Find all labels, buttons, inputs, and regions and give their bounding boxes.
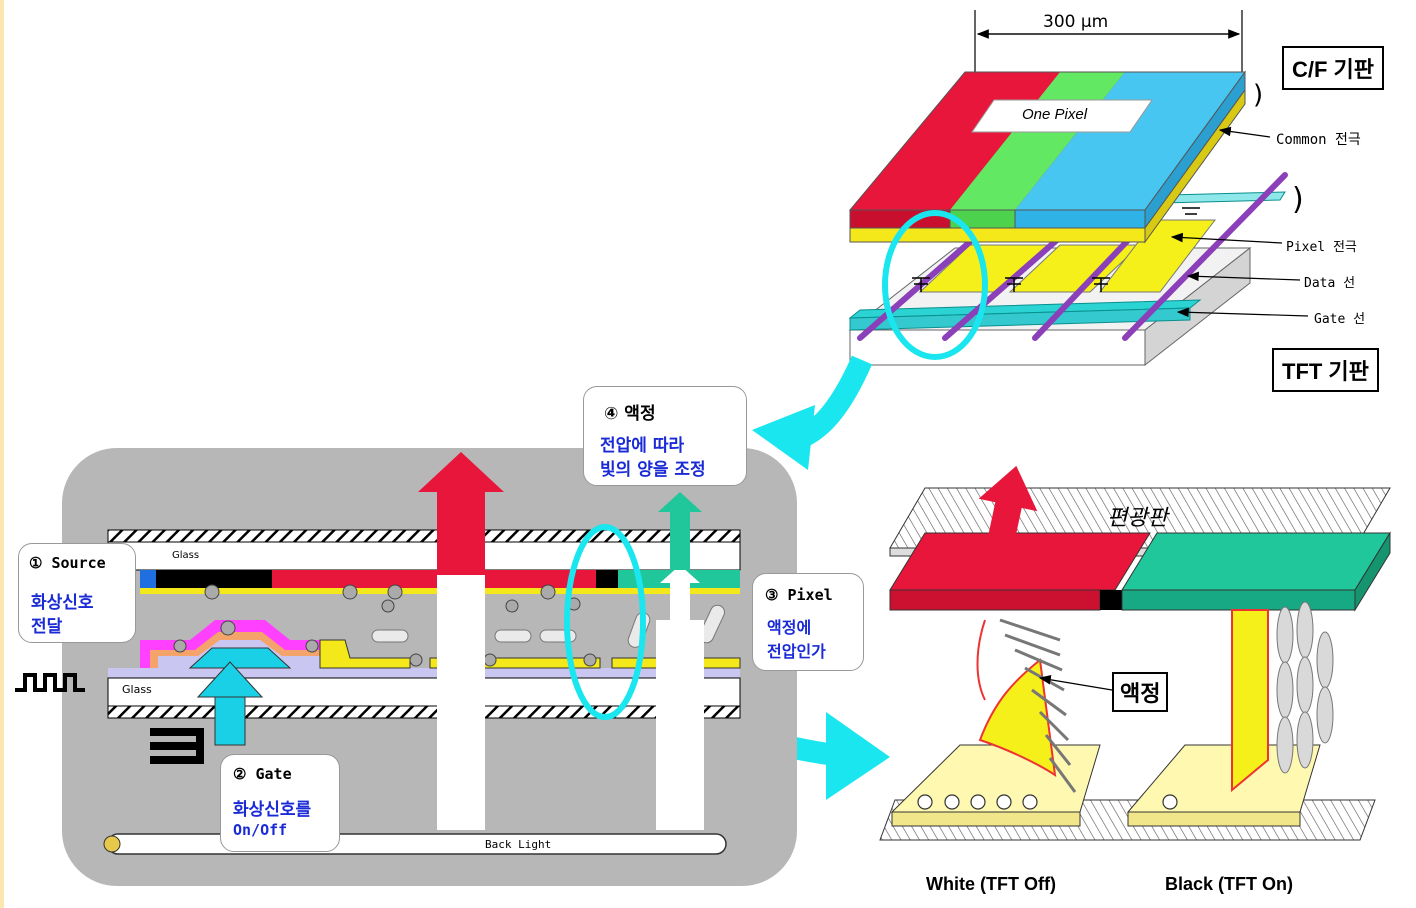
gate-title: ② Gate [233, 765, 292, 783]
paren-lower: ) [1292, 182, 1304, 217]
tft-substrate-label: TFT 기판 [1272, 348, 1379, 392]
glass-bottom-label: Glass [122, 683, 152, 696]
source-line1: 화상신호 [31, 588, 94, 613]
data-line-label: Data 선 [1304, 272, 1355, 291]
common-electrode-label: Common 전극 [1276, 129, 1361, 149]
black-caption: Black (TFT On) [1165, 874, 1293, 895]
gate-callout: ② Gate 화상신호를 On/Off [220, 754, 340, 852]
one-pixel-label: One Pixel [1022, 106, 1087, 123]
pixel-title: ③ Pixel [765, 586, 833, 604]
page-edge [0, 0, 4, 908]
pixel-line1: 액정에 [767, 614, 811, 638]
lc-title: ④ 액정 [604, 399, 656, 424]
polarizer-label: 편광판 [1107, 500, 1168, 532]
tft-cross-section [15, 448, 797, 886]
glass-top-label: Glass [172, 550, 199, 561]
source-callout: ① Source 화상신호 전달 [18, 543, 136, 643]
back-light-label: Back Light [485, 838, 551, 851]
gate-line1: 화상신호를 [233, 795, 311, 820]
liquid-crystal-label: 액정 [1112, 672, 1168, 712]
source-line2: 전달 [31, 612, 62, 637]
dimension-label: 300 μm [1043, 12, 1108, 32]
cf-substrate-label: C/F 기판 [1282, 46, 1384, 90]
lc-callout: ④ 액정 전압에 따라 빛의 양을 조정 [583, 386, 747, 486]
gate-line2: On/Off [233, 821, 287, 839]
lc-line2: 빛의 양을 조정 [600, 455, 706, 480]
source-title: ① Source [29, 554, 106, 572]
pixel-electrode-label: Pixel 전극 [1286, 236, 1357, 255]
gate-line-label: Gate 선 [1314, 308, 1365, 327]
back-light-tube [108, 834, 726, 854]
lc-line1: 전압에 따라 [600, 431, 684, 456]
pixel-callout: ③ Pixel 액정에 전압인가 [752, 573, 864, 671]
paren-upper: ) [1253, 80, 1263, 110]
pixel-line2: 전압인가 [767, 638, 826, 662]
substrate-3d-diagram [850, 10, 1308, 365]
signal-waveform [15, 675, 85, 690]
white-caption: White (TFT Off) [926, 874, 1056, 895]
